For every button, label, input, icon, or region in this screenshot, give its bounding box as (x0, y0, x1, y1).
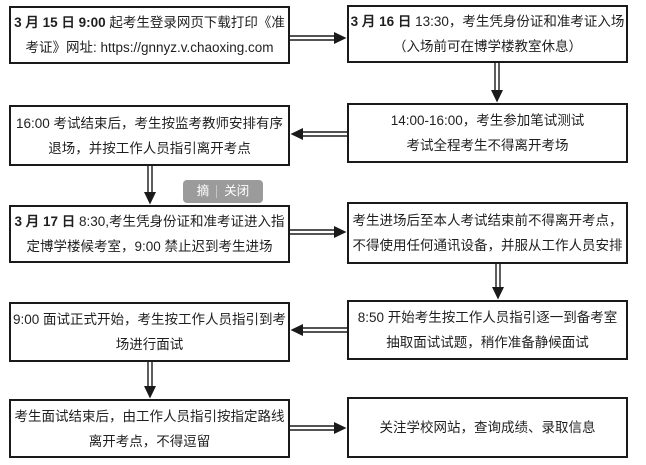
flow-step-draw-interview-question: 8:50 开始考生按工作人员指引逐一到备考室 抽取面试试题，稍作准备静候面试 (347, 300, 628, 360)
arrow-down-step8-to-step9 (142, 362, 158, 399)
clipper-divider (216, 185, 218, 198)
flow-step-print-admission-ticket: 3 月 15 日 9:00 起考生登录网页下载打印《准 考证》网址: https… (9, 6, 290, 64)
flow-step-rules-no-leaving: 考生进场后至本人考试结束前不得离开考点， 不得使用任何通讯设备，并服从工作人员安… (347, 202, 628, 264)
flow-step-line: 不得使用任何通讯设备，并服从工作人员安排 (352, 238, 623, 253)
flow-step-line: 16:00 考试结束后，考生按监考教师安排有序 (15, 115, 284, 131)
arrow-down-step2-to-step3 (489, 63, 505, 103)
flow-step-line: 关注学校网站，查询成绩、录取信息 (379, 420, 596, 435)
flow-step-entry-mar17: 3 月 17 日 8:30,考生凭身份证和准考证进入指 定博学楼候考室，9:00… (9, 205, 290, 263)
flow-step-line: 抽取面试试题，稍作准备静候面试 (386, 335, 589, 350)
flow-step-line: （入场前可在博学楼教室休息） (393, 39, 582, 54)
flow-step-written-test: 14:00-16:00，考生参加笔试测试 考试全程考生不得离开考场 (347, 103, 628, 163)
arrow-left-step3-to-step4 (290, 126, 347, 142)
flow-step-line: 离开考点，不得逗留 (88, 433, 211, 449)
flow-step-check-results: 关注学校网站，查询成绩、录取信息 (347, 397, 628, 458)
flow-step-leave-after-interview: 考生面试结束后，由工作人员指引按指定路线 离开考点，不得逗留 (9, 399, 290, 458)
arrow-down-step6-to-step7 (490, 264, 506, 300)
flow-step-line: 考证》网址: https://gnnyz.v.chaoxing.com (25, 40, 274, 55)
flow-step-exit-after-written-test: 16:00 考试结束后，考生按监考教师安排有序 退场，并按工作人员指引离开考点 (9, 105, 290, 166)
arrow-down-step4-to-step5 (142, 166, 158, 205)
arrow-left-step7-to-step8 (290, 322, 347, 338)
flow-step-line: 定博学楼候考室，9:00 禁止迟到考生进场 (26, 239, 273, 254)
clipper-close-button[interactable]: 关闭 (224, 184, 250, 198)
arrow-right-step9-to-step10 (290, 420, 347, 436)
flow-step-line: 考生面试结束后，由工作人员指引按指定路线 (14, 408, 285, 424)
arrow-right-step5-to-step6 (290, 224, 347, 240)
flow-step-interview-start: 9:00 面试正式开始，考生按工作人员指引到考 场进行面试 (9, 302, 290, 362)
flow-step-line: 退场，并按工作人员指引离开考点 (48, 140, 251, 156)
flow-step-line: 9:00 面试正式开始，考生按工作人员指引到考 (12, 312, 287, 327)
flow-step-line: 场进行面试 (115, 337, 184, 352)
flow-step-line: 3 月 17 日 8:30,考生凭身份证和准考证进入指 (14, 214, 285, 229)
arrow-right-step1-to-step2 (290, 30, 347, 46)
flow-step-line: 8:50 开始考生按工作人员指引逐一到备考室 (357, 310, 618, 325)
flow-step-line: 3 月 15 日 9:00 起考生登录网页下载打印《准 (14, 15, 285, 30)
flow-step-line: 14:00-16:00，考生参加笔试测试 (390, 113, 585, 128)
clipper-overlay-badge: 摘 关闭 (183, 180, 263, 203)
flow-step-line: 考试全程考生不得离开考场 (406, 138, 569, 153)
flow-step-line: 考生进场后至本人考试结束前不得离开考点， (352, 213, 623, 228)
flow-step-line: 3 月 16 日 13:30，考生凭身份证和准考证入场 (350, 14, 625, 29)
flow-step-entry-mar16: 3 月 16 日 13:30，考生凭身份证和准考证入场 （入场前可在博学楼教室休… (347, 5, 628, 63)
clipper-excerpt-button[interactable]: 摘 (196, 184, 210, 198)
